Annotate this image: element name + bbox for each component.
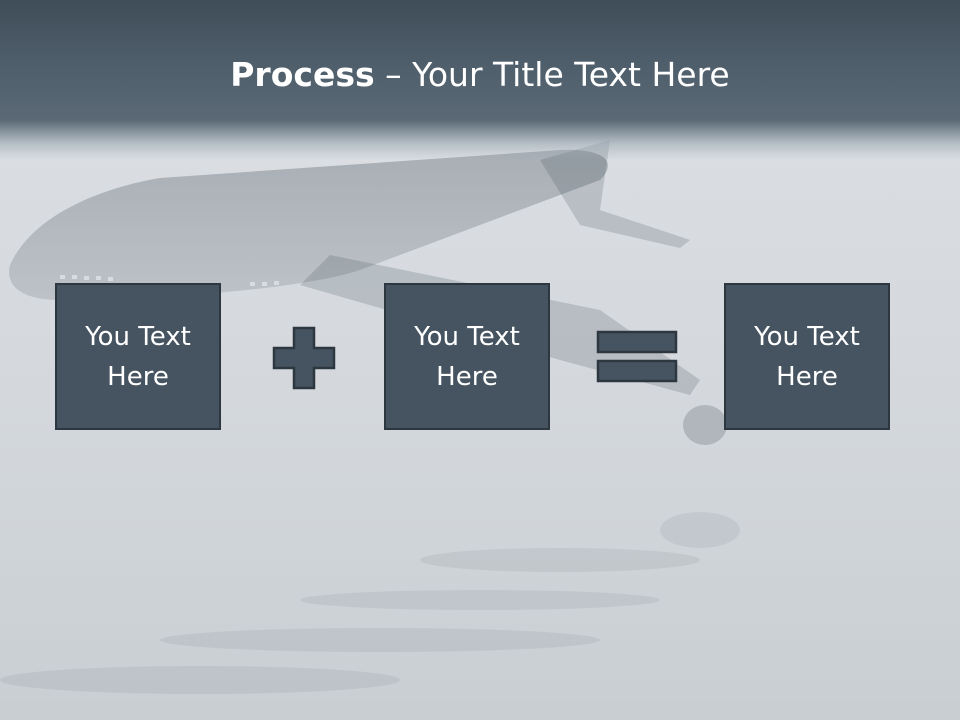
header-band [0,0,960,160]
process-box-2-label: You Text Here [414,321,520,392]
title-rest-part: – Your Title Text Here [374,55,730,94]
process-box-1-label: You Text Here [85,321,191,392]
process-box-2[interactable]: You Text Here [384,283,550,430]
plus-icon [272,326,336,390]
process-box-3[interactable]: You Text Here [724,283,890,430]
title-bold-part: Process [230,55,375,94]
process-box-1[interactable]: You Text Here [55,283,221,430]
equals-icon [596,330,678,383]
slide-title: Process – Your Title Text Here [0,52,960,98]
process-box-3-label: You Text Here [754,321,860,392]
